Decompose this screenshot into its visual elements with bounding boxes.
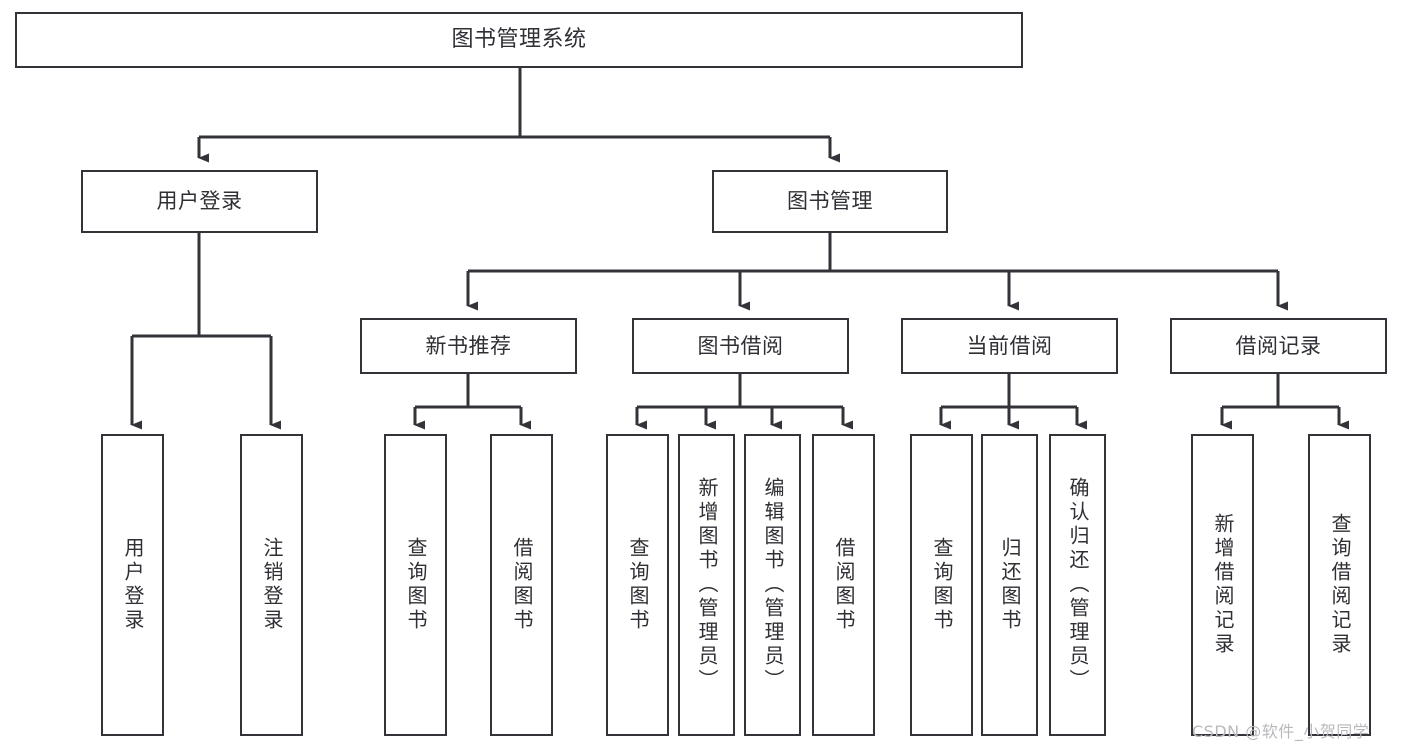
leaf-borrow-record-search[interactable]: 查询借阅记录 (1308, 434, 1371, 736)
leaf-current-borrow-confirm-return[interactable]: 确认归还（管理员） (1049, 434, 1106, 736)
node-label: 查询借阅记录 (1328, 513, 1352, 657)
node-label: 查询图书 (930, 537, 954, 633)
leaf-new-book-search[interactable]: 查询图书 (384, 434, 447, 736)
leaf-current-borrow-search[interactable]: 查询图书 (910, 434, 973, 736)
node-label: 借阅图书 (832, 537, 856, 633)
node-root-system[interactable]: 图书管理系统 (15, 12, 1023, 68)
leaf-user-login-signin[interactable]: 用户登录 (101, 434, 164, 736)
node-label: 图书管理系统 (451, 27, 587, 53)
node-borrow-record[interactable]: 借阅记录 (1170, 318, 1387, 374)
node-label: 新书推荐 (425, 333, 512, 358)
node-current-borrow[interactable]: 当前借阅 (901, 318, 1118, 374)
leaf-book-borrow-add[interactable]: 新增图书（管理员） (678, 434, 735, 736)
leaf-book-borrow-borrow[interactable]: 借阅图书 (812, 434, 875, 736)
node-book-management[interactable]: 图书管理 (712, 170, 948, 233)
node-label: 借阅图书 (510, 537, 534, 633)
leaf-user-login-signout[interactable]: 注销登录 (240, 434, 303, 736)
csdn-watermark: CSDN @软件_小贺同学 (1192, 722, 1370, 741)
node-label: 查询图书 (404, 537, 428, 633)
leaf-new-book-borrow[interactable]: 借阅图书 (490, 434, 553, 736)
leaf-book-borrow-search[interactable]: 查询图书 (606, 434, 669, 736)
node-book-borrow[interactable]: 图书借阅 (632, 318, 849, 374)
node-label: 用户登录 (121, 537, 145, 633)
node-label: 用户登录 (156, 189, 243, 214)
node-label: 借阅记录 (1235, 333, 1322, 358)
leaf-book-borrow-edit[interactable]: 编辑图书（管理员） (744, 434, 801, 736)
leaf-borrow-record-add[interactable]: 新增借阅记录 (1191, 434, 1254, 736)
node-label: 确认归还（管理员） (1066, 477, 1090, 693)
node-label: 编辑图书（管理员） (761, 477, 785, 693)
node-label: 注销登录 (260, 537, 284, 633)
node-label: 图书管理 (787, 189, 873, 214)
node-label: 归还图书 (998, 537, 1022, 633)
node-user-login[interactable]: 用户登录 (81, 170, 318, 233)
node-label: 当前借阅 (966, 333, 1053, 358)
node-label: 图书借阅 (697, 333, 784, 358)
node-new-book-recommend[interactable]: 新书推荐 (360, 318, 577, 374)
leaf-current-borrow-return[interactable]: 归还图书 (981, 434, 1038, 736)
node-label: 新增借阅记录 (1211, 513, 1235, 657)
node-label: 查询图书 (626, 537, 650, 633)
node-label: 新增图书（管理员） (695, 477, 719, 693)
